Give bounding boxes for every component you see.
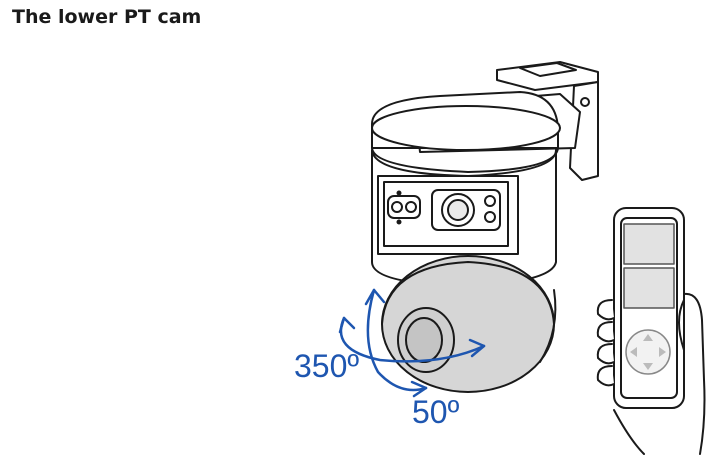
camera-top-housing [371,91,561,173]
smartphone-icon [613,207,685,409]
rotation-arrows-icon [338,288,486,398]
page-title: The lower PT cam [12,6,202,28]
pan-angle-label: 350º [294,348,360,384]
dpad-icon [625,329,671,375]
tilt-angle-label: 50º [412,394,460,430]
lower-pt-ball [381,255,557,393]
hand-icon [596,292,706,455]
camera-lens-module [371,149,557,287]
